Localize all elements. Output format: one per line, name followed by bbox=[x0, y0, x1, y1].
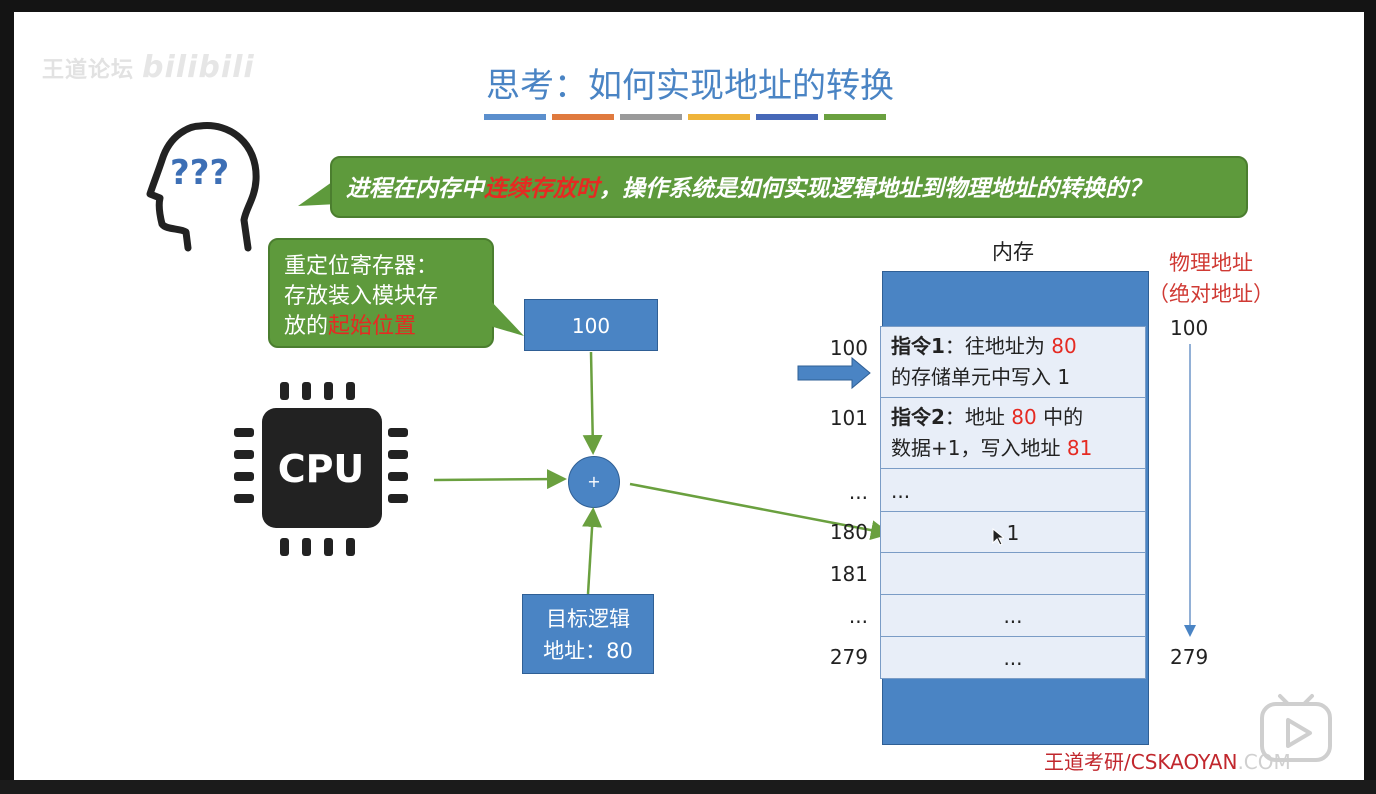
instr1-part1: ：往地址为 bbox=[944, 334, 1052, 358]
instr2-label: 指令2 bbox=[891, 405, 945, 429]
memory-cell-ellipsis-1-text: ... bbox=[891, 479, 911, 503]
slide-title: 思考：如何实现地址的转换 bbox=[486, 66, 894, 106]
question-text-before: 进程在内存中 bbox=[346, 176, 484, 202]
physical-label-line-2: （绝对地址） bbox=[1148, 282, 1274, 306]
address-279: 279 bbox=[829, 645, 868, 669]
note-line-2: 存放装入模块存 bbox=[284, 284, 439, 309]
instr2-target-address: 81 bbox=[1066, 436, 1093, 460]
title-color-bar bbox=[552, 114, 614, 120]
memory-cell-ellipsis-2-text: ... bbox=[1003, 604, 1023, 628]
address-ellipsis-1: ... bbox=[848, 480, 868, 504]
note-line-3-highlight: 起始位置 bbox=[328, 314, 417, 339]
target-line-1: 目标逻辑 bbox=[546, 607, 630, 631]
address-101: 101 bbox=[829, 406, 868, 430]
video-bottom-strip bbox=[0, 780, 1376, 794]
cpu-icon: CPU bbox=[234, 382, 408, 556]
memory-label: 内存 bbox=[992, 240, 1034, 264]
memory-cell-ellipsis-2: ... bbox=[880, 594, 1146, 637]
note-line-3: 放的起始位置 bbox=[284, 312, 492, 342]
address-100: 100 bbox=[829, 336, 868, 360]
address-ellipsis-2: ... bbox=[848, 604, 868, 628]
cpu-label: CPU bbox=[278, 447, 365, 491]
memory-cell-101: 指令2：地址 80 中的 数据+1，写入地址 81 bbox=[880, 397, 1146, 469]
mouse-cursor-icon bbox=[992, 528, 1004, 546]
instr2-part1: ：地址 bbox=[944, 405, 1012, 429]
target-line-2: 地址：80 bbox=[543, 639, 633, 663]
question-bubble-tail bbox=[298, 182, 338, 206]
note-line-1: 重定位寄存器： bbox=[284, 254, 439, 279]
question-bubble: 进程在内存中连续存放时，操作系统是如何实现逻辑地址到物理地址的转换的？ bbox=[330, 156, 1248, 218]
instr1-address: 80 bbox=[1051, 334, 1077, 358]
relocation-register-box: 100 bbox=[524, 299, 658, 351]
memory-cell-181 bbox=[880, 552, 1146, 595]
memory-cell-ellipsis-1: ... bbox=[880, 468, 1146, 512]
physical-address-bottom: 279 bbox=[1170, 645, 1209, 669]
footer-brand-text: 王道考研/CSKAOYAN bbox=[1044, 750, 1238, 774]
title-color-bar bbox=[756, 114, 818, 120]
instr1-line2: 的存储单元中写入 1 bbox=[891, 365, 1071, 389]
thinking-head-icon: ??? bbox=[146, 122, 260, 252]
title-color-bar bbox=[688, 114, 750, 120]
memory-cell-279: ... bbox=[880, 636, 1146, 679]
relocation-register-note: 重定位寄存器： 存放装入模块存 放的起始位置 bbox=[268, 238, 494, 348]
watermark: 王道论坛 bilibili bbox=[42, 50, 255, 85]
instr2-address: 80 bbox=[1011, 405, 1037, 429]
title-color-bar bbox=[620, 114, 682, 120]
note-line-3-before: 放的 bbox=[284, 314, 329, 339]
relocation-note-tail bbox=[490, 300, 524, 336]
target-logical-address-box: 目标逻辑 地址：80 bbox=[522, 594, 654, 674]
title-color-bar bbox=[484, 114, 546, 120]
memory-cell-180-value: 1 bbox=[1006, 521, 1020, 545]
instr1-label: 指令1 bbox=[891, 334, 945, 358]
instr2-part2: 中的 bbox=[1036, 405, 1084, 429]
physical-address-label: 物理地址 （绝对地址） bbox=[1146, 248, 1276, 310]
memory-cell-100: 指令1：往地址为 80 的存储单元中写入 1 bbox=[880, 326, 1146, 398]
address-180: 180 bbox=[829, 520, 868, 544]
question-text-after: ，操作系统是如何实现逻辑地址到物理地址的转换的？ bbox=[599, 176, 1151, 202]
watermark-text: 王道论坛 bbox=[42, 58, 135, 83]
physical-label-line-1: 物理地址 bbox=[1169, 251, 1253, 275]
bilibili-logo-text: bilibili bbox=[142, 50, 255, 85]
memory-cell-180: 1 bbox=[880, 511, 1146, 553]
question-marks: ??? bbox=[170, 153, 229, 193]
video-play-icon[interactable] bbox=[1258, 692, 1334, 766]
instr2-line2: 数据+1，写入地址 bbox=[891, 436, 1067, 460]
question-text-highlight: 连续存放时 bbox=[484, 176, 599, 202]
memory-cell-279-text: ... bbox=[1003, 646, 1023, 670]
physical-address-top: 100 bbox=[1170, 316, 1209, 340]
adder-node: + bbox=[568, 456, 620, 508]
address-181: 181 bbox=[829, 562, 868, 586]
footer-brand: 王道考研/CSKAOYAN.COM bbox=[1044, 746, 1291, 775]
title-color-bar bbox=[824, 114, 886, 120]
